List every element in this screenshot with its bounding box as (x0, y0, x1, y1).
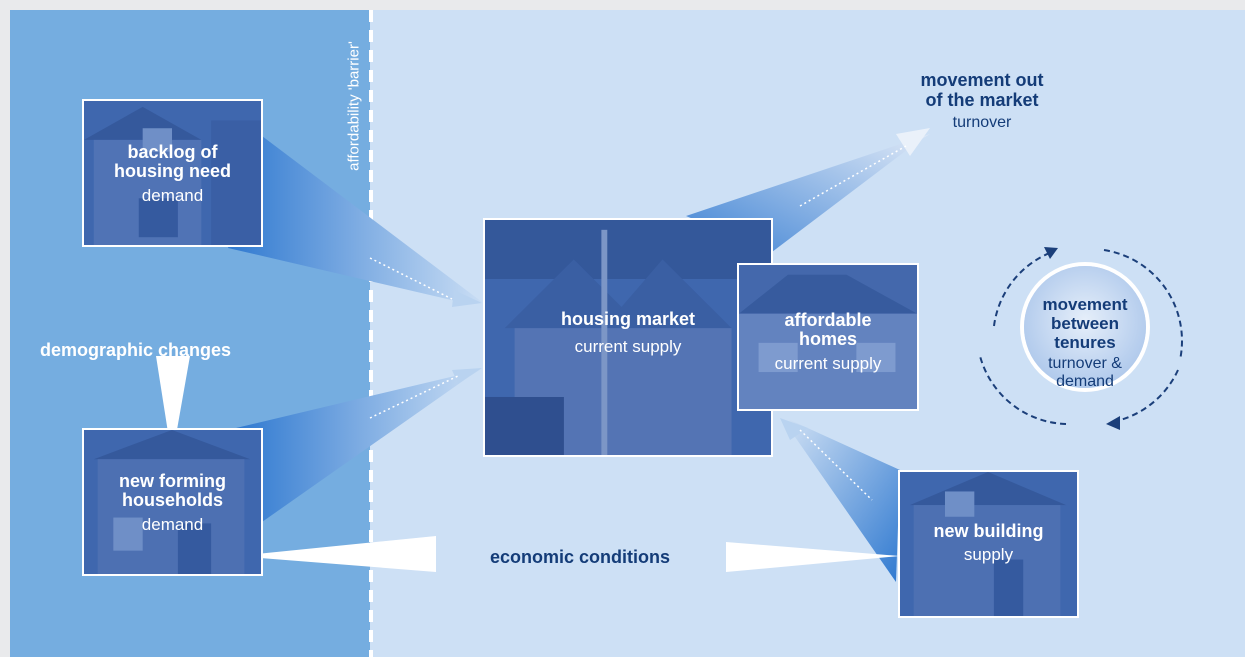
housing-market-title: housing market (560, 309, 696, 329)
new-building-arrowhead (780, 418, 808, 440)
new-households-subtitle: demand (141, 515, 204, 534)
housing-market-box: housing market current supply (483, 218, 773, 457)
affordable-homes-subtitle: current supply (774, 354, 882, 373)
new-households-box: new forming households demand (82, 428, 263, 576)
new-building-title: new building (933, 521, 1044, 541)
backlog-box: backlog of housing need demand (82, 99, 263, 247)
backlog-arrow (228, 136, 482, 302)
house-photo-icon (485, 220, 771, 455)
backlog-subtitle: demand (141, 186, 204, 205)
economic-wedge-left (236, 536, 436, 572)
between-tenures-sub: turnover & demand (1048, 355, 1122, 390)
demographic-label: demographic changes (40, 340, 232, 360)
backlog-title: backlog of housing need (114, 142, 231, 181)
cycle-arrow-left (979, 355, 1067, 425)
households-arrowhead (452, 368, 482, 384)
affordable-homes-box: affordable homes current supply (737, 263, 919, 411)
new-households-title: new forming households (119, 471, 226, 510)
housing-market-subtitle: current supply (574, 337, 682, 356)
house-photo-icon (84, 101, 261, 245)
backlog-arrowhead (452, 290, 482, 307)
households-arrow (236, 370, 480, 522)
house-photo-icon (739, 265, 917, 409)
cycle-arrow-bottom (1111, 369, 1179, 423)
economic-wedge-right (726, 542, 900, 572)
new-building-box: new building supply (898, 470, 1079, 618)
turnover-label: turnover (952, 114, 1012, 131)
economic-label: economic conditions (489, 547, 671, 567)
new-building-arrow (786, 420, 900, 582)
cycle-arrow-right (1103, 249, 1183, 361)
house-photo-icon (900, 472, 1077, 616)
affordable-homes-title: affordable homes (784, 310, 872, 349)
barrier-divider (369, 10, 373, 657)
tenure-circle (1024, 266, 1146, 388)
movement-out-label: movement out of the market (920, 70, 1044, 110)
between-tenures-label: movement between tenures (1042, 295, 1128, 352)
new-building-subtitle: supply (963, 545, 1014, 564)
house-photo-icon (84, 430, 261, 574)
cycle-arrow-top (993, 251, 1053, 327)
movement-out-arrowhead (896, 128, 930, 156)
demographic-wedge (156, 356, 190, 458)
